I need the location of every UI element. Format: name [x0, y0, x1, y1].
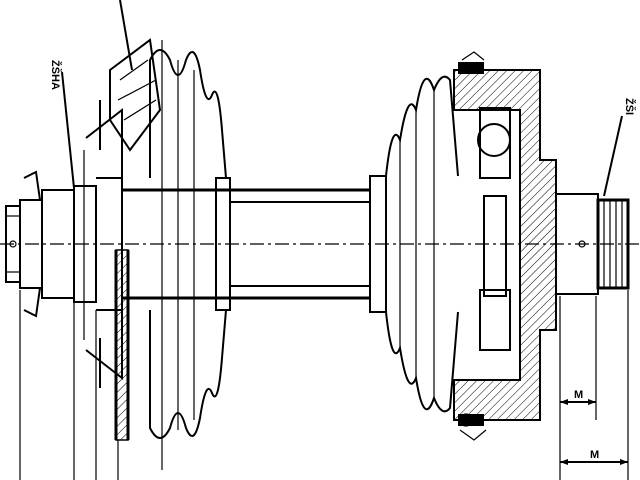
left-cv-joint	[73, 38, 162, 441]
right-dim-leader	[603, 115, 623, 197]
right-dim-label: ŽŠI	[623, 98, 636, 115]
left-dim-leader	[61, 71, 75, 189]
right-inner-joint	[453, 51, 557, 441]
top-leader	[119, 0, 133, 71]
right-stub-shaft	[555, 193, 630, 295]
inner-dimension-label: М	[574, 389, 583, 401]
bottom-right-dimensions	[559, 290, 629, 480]
left-dim-label: ŽŠHA	[49, 60, 62, 90]
outer-dimension-label: М	[590, 449, 599, 461]
main-shaft	[122, 188, 370, 300]
bottom-extension-lines	[19, 290, 119, 480]
abs-tone-ring	[114, 249, 130, 441]
left-boot	[149, 40, 231, 470]
right-boot	[369, 75, 459, 413]
